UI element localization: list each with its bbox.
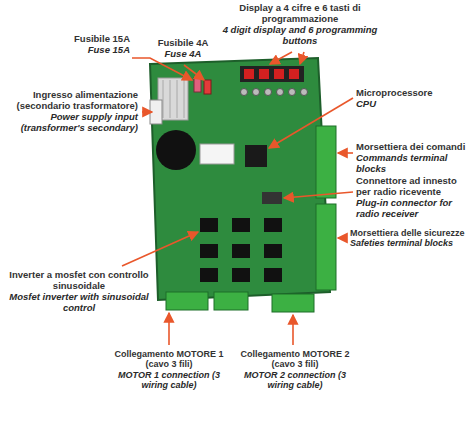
english-caption: Plug-in connector for radio receiver bbox=[356, 198, 468, 220]
italian-caption: Ingresso alimentazione (secondario trasf… bbox=[0, 90, 138, 112]
leader-line bbox=[184, 65, 204, 80]
button bbox=[301, 89, 308, 96]
heatsink-fin bbox=[184, 80, 185, 118]
display-digit bbox=[259, 69, 269, 79]
mosfet bbox=[232, 218, 250, 232]
button bbox=[265, 89, 272, 96]
leader-line bbox=[300, 52, 304, 64]
mosfet-grid bbox=[200, 218, 282, 282]
mosfet bbox=[200, 218, 218, 232]
callout-label: Fusibile 15AFuse 15A bbox=[55, 34, 130, 56]
italian-caption: Display a 4 cifre e 6 tasti di programma… bbox=[212, 3, 388, 25]
button bbox=[253, 89, 260, 96]
italian-caption: Microprocessore bbox=[356, 88, 468, 99]
leader-line bbox=[269, 98, 353, 148]
leader-line bbox=[338, 152, 353, 154]
heatsink-fin bbox=[163, 80, 164, 118]
leader-line bbox=[122, 232, 198, 266]
callout-label: Fusibile 4AFuse 4A bbox=[146, 38, 220, 60]
callout-label: MicroprocessoreCPU bbox=[356, 88, 468, 110]
heatsink-fin bbox=[170, 80, 171, 118]
mosfet bbox=[264, 268, 282, 282]
display bbox=[240, 66, 304, 82]
english-caption: Commands terminal blocks bbox=[356, 153, 468, 175]
leader-line bbox=[142, 111, 152, 113]
english-caption: Power supply input (transformer's second… bbox=[0, 112, 138, 134]
italian-caption: Fusibile 15A bbox=[55, 34, 130, 45]
english-caption: Mosfet inverter with sinusoidal control bbox=[8, 292, 150, 314]
italian-caption: Morsettiera dei comandi bbox=[356, 142, 468, 153]
pcb-board bbox=[150, 58, 330, 300]
buzzer bbox=[156, 130, 196, 170]
callout-label: Display a 4 cifre e 6 tasti di programma… bbox=[212, 3, 388, 47]
callout-label: Ingresso alimentazione (secondario trasf… bbox=[0, 90, 138, 134]
callout-label: Inverter a mosfet con controllo sinusoid… bbox=[8, 270, 150, 314]
italian-caption: Inverter a mosfet con controllo sinusoid… bbox=[8, 270, 150, 292]
callout-label: Collegamento MOTORE 1 (cavo 3 fili)MOTOR… bbox=[108, 349, 230, 390]
english-caption: Safeties terminal blocks bbox=[350, 238, 468, 248]
terminal-block bbox=[166, 292, 208, 310]
italian-caption: Collegamento MOTORE 1 (cavo 3 fili) bbox=[108, 349, 230, 370]
display-digit bbox=[244, 69, 254, 79]
button bbox=[277, 89, 284, 96]
mosfet bbox=[264, 244, 282, 258]
leader-line bbox=[168, 313, 170, 345]
callout-label: Morsettiera dei comandiCommands terminal… bbox=[356, 142, 468, 175]
heatsink-fin bbox=[177, 80, 178, 118]
english-caption: CPU bbox=[356, 99, 468, 110]
mosfet bbox=[264, 218, 282, 232]
english-caption: Fuse 4A bbox=[146, 49, 220, 60]
callout-label: Connettore ad innesto per radio ricevent… bbox=[356, 176, 468, 220]
fuse-15a bbox=[194, 78, 201, 92]
leader-line bbox=[132, 58, 192, 80]
english-caption: MOTOR 2 connection (3 wiring cable) bbox=[234, 370, 356, 391]
italian-caption: Connettore ad innesto per radio ricevent… bbox=[356, 176, 468, 198]
leader-line bbox=[292, 315, 294, 345]
radio-connector bbox=[262, 192, 282, 204]
terminal-block bbox=[272, 294, 314, 312]
leader-line bbox=[338, 237, 347, 239]
leader-line bbox=[284, 192, 353, 198]
terminal-block bbox=[316, 126, 336, 198]
display-digit bbox=[274, 69, 284, 79]
english-caption: MOTOR 1 connection (3 wiring cable) bbox=[108, 370, 230, 391]
english-caption: Fuse 15A bbox=[55, 45, 130, 56]
italian-caption: Morsettiera delle sicurezze bbox=[350, 228, 468, 238]
terminal-block bbox=[316, 204, 336, 290]
english-caption: 4 digit display and 6 programming button… bbox=[212, 25, 388, 47]
mosfet bbox=[200, 244, 218, 258]
mosfet bbox=[232, 244, 250, 258]
callout-label: Collegamento MOTORE 2 (cavo 3 fili)MOTOR… bbox=[234, 349, 356, 390]
italian-caption: Fusibile 4A bbox=[146, 38, 220, 49]
italian-caption: Collegamento MOTORE 2 (cavo 3 fili) bbox=[234, 349, 356, 370]
leader-line bbox=[270, 52, 292, 64]
button bbox=[289, 89, 296, 96]
button bbox=[241, 89, 248, 96]
sticker bbox=[200, 144, 234, 164]
leader-lines bbox=[122, 52, 353, 345]
mosfet bbox=[232, 268, 250, 282]
cpu-chip bbox=[245, 145, 267, 167]
terminal-block bbox=[214, 292, 248, 310]
fuse-4a bbox=[204, 80, 211, 94]
mosfet bbox=[200, 268, 218, 282]
callout-label: Morsettiera delle sicurezzeSafeties term… bbox=[350, 228, 468, 249]
display-digit bbox=[289, 69, 299, 79]
